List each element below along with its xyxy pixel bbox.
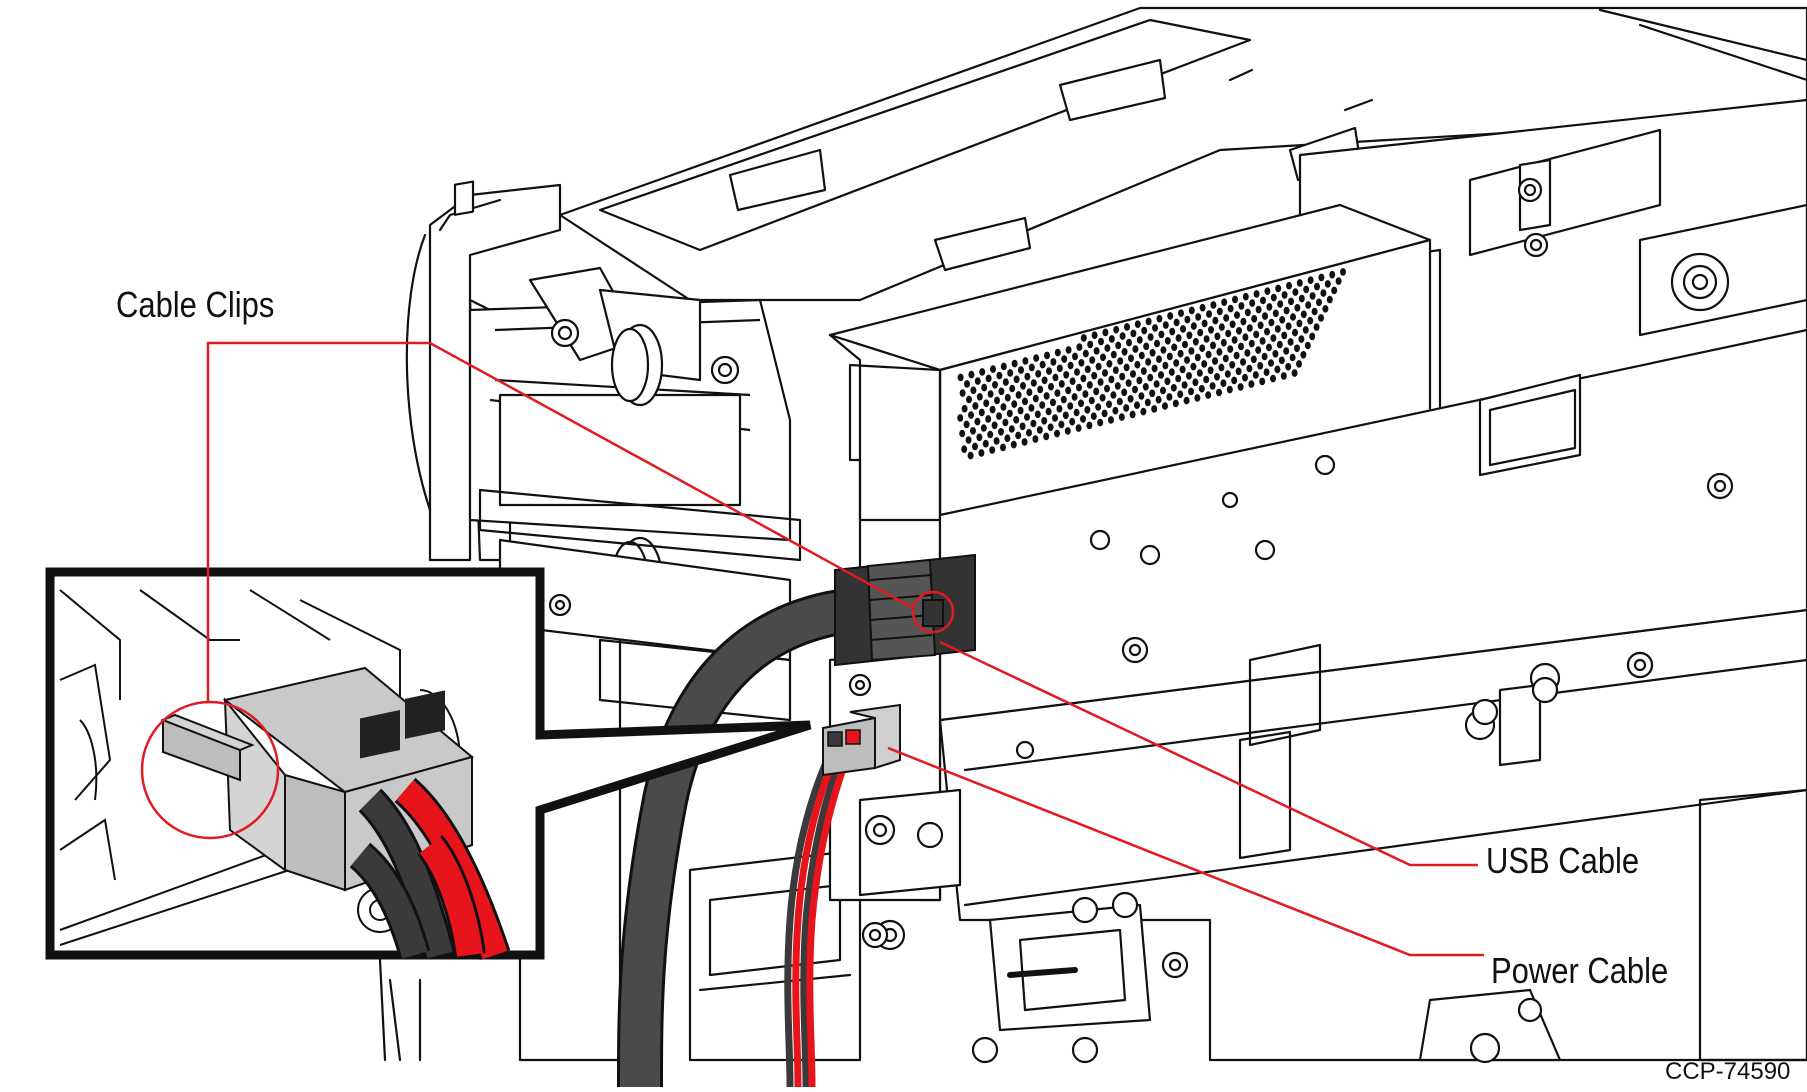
callout-power-cable: Power Cable xyxy=(1491,950,1669,991)
callout-cable-clips: Cable Clips xyxy=(116,284,275,325)
leader-cable-clips xyxy=(206,341,914,703)
leader-power-cable xyxy=(887,746,1484,957)
leader-usb-cable xyxy=(939,640,1478,867)
power-cable xyxy=(784,703,901,1088)
vent-holes xyxy=(957,268,1346,460)
printer-chassis xyxy=(378,6,1807,1064)
leader-lines xyxy=(206,341,1484,957)
usb-cable xyxy=(617,553,976,1092)
inset-clip-highlight xyxy=(140,700,280,840)
inset-magnified-view xyxy=(45,567,812,961)
perforated-cover xyxy=(828,203,1807,949)
cutter-assembly xyxy=(468,266,802,722)
usb-clip-highlight xyxy=(911,590,955,634)
callout-usb-cable: USB Cable xyxy=(1486,840,1640,881)
figure-id: CCP-74590 xyxy=(1665,1058,1791,1085)
